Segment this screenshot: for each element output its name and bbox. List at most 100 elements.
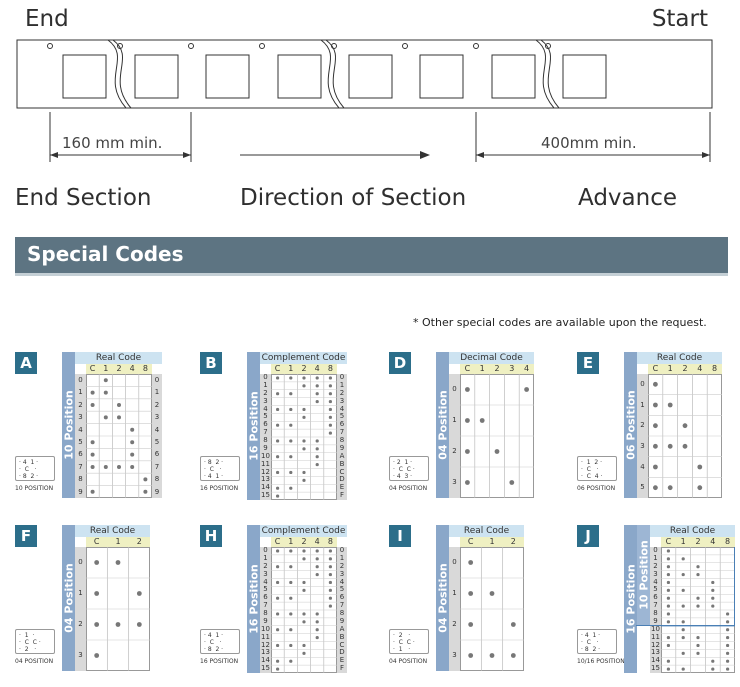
code-dot: [696, 635, 700, 640]
code-dot: [315, 572, 319, 577]
column-header-cell: 4: [710, 537, 716, 546]
code-dot: [711, 588, 715, 592]
code-dot: [130, 440, 135, 445]
column-header-cell: 8: [142, 364, 148, 373]
code-dot: [302, 384, 306, 388]
code-dot: [289, 549, 293, 553]
code-dot: [276, 470, 280, 475]
code-dot: [726, 643, 730, 648]
code-dot: [143, 489, 148, 494]
code-dot: [315, 455, 319, 459]
code-dot: [711, 667, 715, 671]
code-dot: [136, 622, 142, 627]
code-dot: [315, 612, 319, 616]
row-value: C: [339, 640, 345, 649]
special-codes-banner: Special Codes: [15, 237, 728, 276]
code-dot: [328, 399, 332, 404]
panel-letter: H: [200, 525, 222, 547]
code-dot: [666, 612, 670, 616]
row-number: 1: [640, 400, 645, 409]
code-grid: [86, 374, 152, 498]
code-dot: [90, 452, 95, 457]
code-dot: [726, 620, 730, 624]
code-dot: [681, 572, 685, 577]
code-dot: [90, 465, 95, 469]
code-dot: [653, 381, 658, 387]
column-header-cell: 2: [301, 537, 307, 546]
position-label: 04 POSITION: [389, 658, 428, 665]
code-dot: [289, 643, 293, 648]
column-header-cell: 1: [489, 537, 495, 546]
tape-orientation-icon: · 8 2 · · C · · 4 1 ·: [200, 456, 240, 481]
code-dot: [276, 596, 280, 600]
column-header-cell: 4: [129, 364, 135, 373]
code-dot: [276, 455, 280, 459]
row-number: 4: [78, 425, 83, 434]
row-value: 2: [339, 388, 345, 397]
row-value: 5: [339, 412, 345, 421]
position-label: 16 POSITION: [200, 658, 239, 665]
code-dot: [115, 560, 121, 565]
row-number: 15: [261, 664, 270, 673]
column-header-cell: 3: [509, 364, 515, 373]
row-value: 0: [154, 376, 160, 384]
column-header-cell: 1: [479, 364, 485, 373]
code-dot: [510, 653, 516, 658]
code-dot: [302, 447, 306, 451]
row-value: 2: [154, 400, 160, 409]
row-value: F: [339, 491, 345, 500]
row-number: 1: [452, 416, 457, 424]
code-dot: [315, 392, 319, 396]
column-header-cell: 8: [327, 537, 333, 546]
side-label-text: 04 Position: [62, 563, 75, 633]
code-dot: [90, 390, 95, 395]
code-dot: [726, 628, 730, 632]
row-value: 3: [154, 413, 160, 422]
code-dot: [276, 549, 280, 553]
code-dot: [289, 470, 293, 475]
row-value: A: [339, 624, 345, 633]
code-dot: [289, 628, 293, 632]
code-dot: [289, 565, 293, 569]
code-dot: [315, 620, 319, 624]
row-number: 11: [261, 459, 270, 468]
code-dot: [328, 596, 332, 600]
code-dot: [130, 465, 135, 469]
code-dot: [276, 486, 280, 490]
row-number: 7: [78, 462, 83, 471]
code-dot: [696, 643, 700, 648]
panel-title: Complement Code: [260, 525, 347, 537]
row-value: E: [339, 656, 345, 665]
code-dot: [315, 399, 319, 404]
panel-title: Decimal Code: [449, 352, 534, 364]
row-value: A: [339, 451, 345, 460]
row-number: 9: [653, 616, 658, 625]
code-dot: [666, 557, 670, 561]
code-dot: [90, 403, 95, 407]
code-dot: [667, 402, 673, 408]
panel-letter: J: [577, 525, 599, 547]
row-value: 5: [339, 585, 345, 594]
code-dot: [276, 628, 280, 632]
code-dot: [653, 443, 658, 449]
code-dot: [681, 557, 685, 561]
code-dot: [666, 588, 670, 592]
code-dot: [289, 392, 293, 396]
row-value: 3: [339, 396, 345, 405]
code-dot: [666, 580, 670, 585]
code-dot: [696, 565, 700, 569]
panel-side-label: 04 Position: [436, 352, 449, 498]
panel-side-label-2: 10 Position: [637, 525, 650, 626]
row-number: 1: [653, 553, 658, 562]
code-dot: [328, 604, 332, 608]
row-number: 8: [263, 436, 268, 444]
code-dot: [328, 415, 332, 419]
code-dot: [276, 643, 280, 648]
code-dot: [276, 565, 280, 569]
